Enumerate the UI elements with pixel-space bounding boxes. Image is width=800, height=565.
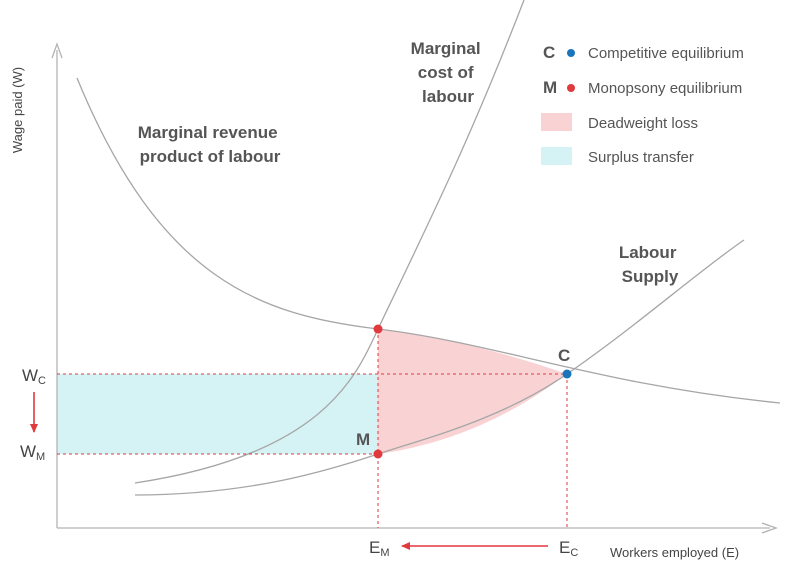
ec-tick-sub: C — [570, 547, 578, 559]
mrp-label-line1: Marginal revenue — [138, 123, 278, 142]
legend-monopsony-dot — [567, 84, 575, 92]
legend-monopsony-label: Monopsony equilibrium — [588, 80, 742, 97]
monopsony-point-label: M — [356, 430, 370, 449]
wc-tick-label: WC — [22, 366, 46, 387]
ec-tick-main: E — [559, 538, 570, 557]
legend-deadweight-label: Deadweight loss — [588, 115, 698, 132]
y-axis-arrowhead — [51, 42, 63, 59]
wc-tick-sub: C — [38, 375, 46, 387]
wc-tick-main: W — [22, 366, 38, 385]
deadweight-loss-area — [378, 329, 567, 454]
legend-monopsony-letter: M — [543, 78, 557, 97]
legend-competitive-letter: C — [543, 43, 555, 62]
wm-tick-main: W — [20, 442, 36, 461]
legend-deadweight-swatch — [541, 113, 572, 131]
mrp-label-line2: product of labour — [140, 147, 281, 166]
labour-supply-curve — [134, 239, 745, 496]
competitive-point-label: C — [558, 346, 570, 365]
legend-competitive-dot — [567, 49, 575, 57]
supply-curve-label: Labour Supply — [619, 243, 681, 286]
mcl-label-line3: labour — [422, 87, 474, 106]
mcl-label-line2: cost of — [418, 63, 474, 82]
mcl-curve-label: Marginal cost of labour — [411, 39, 486, 106]
mcl-label-line1: Marginal — [411, 39, 481, 58]
monopsony-point — [373, 449, 383, 459]
marginal-cost-point — [373, 324, 383, 334]
competitive-point — [562, 369, 572, 379]
supply-label-line2: Supply — [622, 267, 679, 286]
y-axis-title: Wage paid (W) — [10, 67, 25, 153]
em-tick-main: E — [369, 538, 380, 557]
em-tick-sub: M — [380, 547, 389, 559]
em-tick-label: EM — [369, 538, 390, 559]
legend: C Competitive equilibrium M Monopsony eq… — [541, 43, 744, 166]
x-axis-title: Workers employed (E) — [610, 545, 739, 560]
x-axis-arrowhead — [761, 522, 778, 534]
surplus-transfer-area — [57, 374, 378, 454]
wm-tick-label: WM — [20, 442, 45, 463]
mrp-curve-label: Marginal revenue product of labour — [138, 123, 283, 166]
supply-label-line1: Labour — [619, 243, 677, 262]
wm-tick-sub: M — [36, 451, 45, 463]
legend-surplus-label: Surplus transfer — [588, 149, 694, 166]
ec-tick-label: EC — [559, 538, 578, 559]
legend-competitive-label: Competitive equilibrium — [588, 45, 744, 62]
legend-surplus-swatch — [541, 147, 572, 165]
